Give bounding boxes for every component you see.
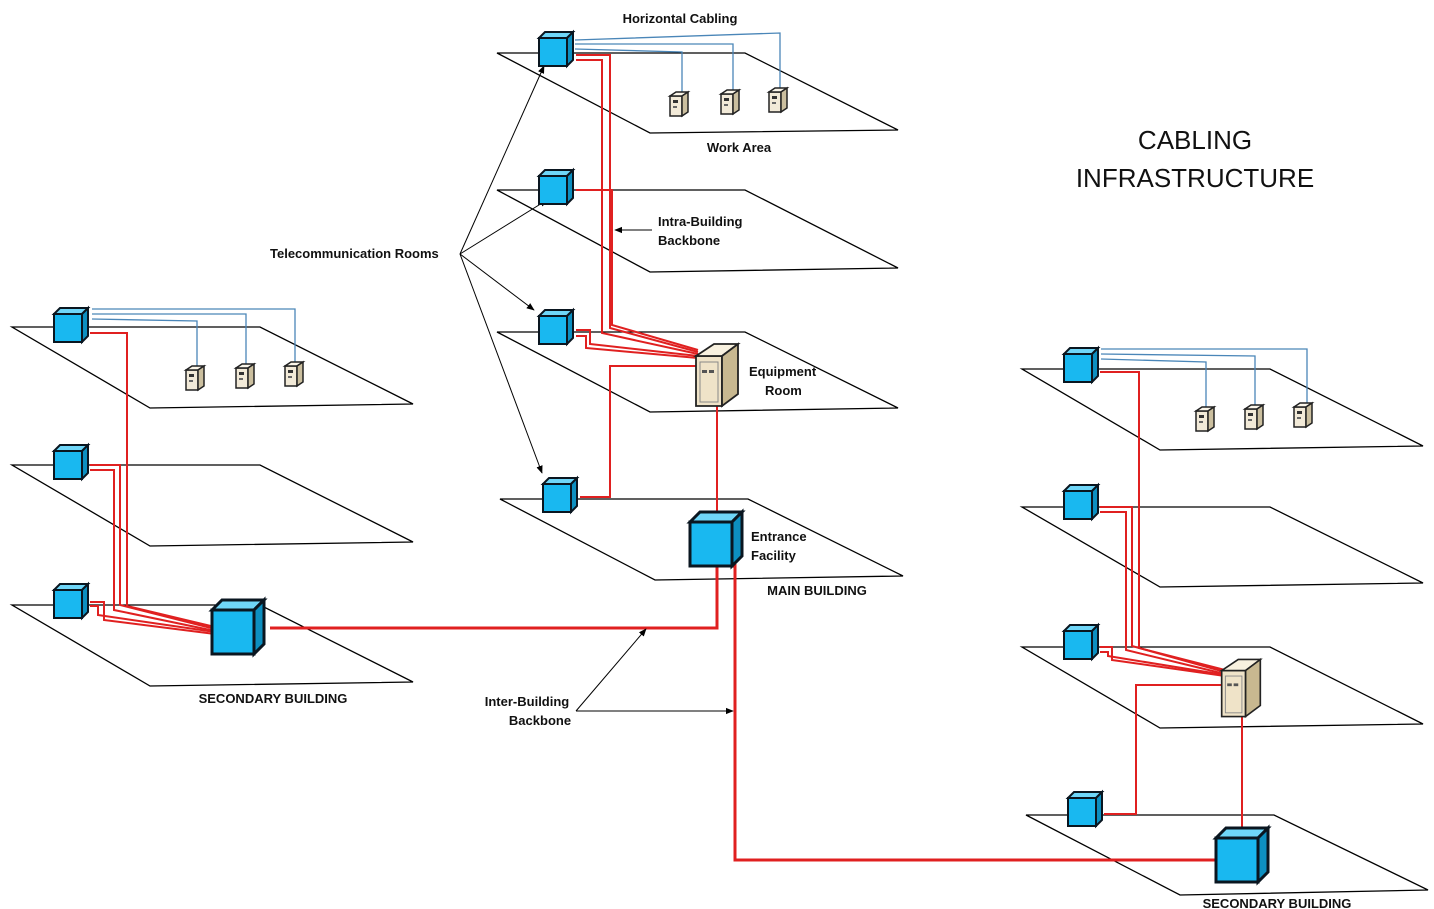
equipment-room-server-icon [695, 343, 739, 407]
horizontal-cabling-label: Horizontal Cabling [623, 11, 738, 26]
secondary-building-right-label: SECONDARY BUILDING [1203, 896, 1352, 909]
telecommunication-rooms-label: Telecommunication Rooms [270, 246, 439, 261]
telecom-room-icon [1063, 484, 1099, 520]
inter-building-backbone-lines [270, 564, 1217, 862]
entrance-facility-icon [210, 598, 266, 656]
telecom-room-icon [53, 444, 89, 480]
telecom-room-icon [538, 309, 574, 345]
equipment-room-label-line1: Equipment [749, 364, 817, 379]
telecom-room-icon [542, 477, 578, 513]
telecom-room-icon [538, 31, 574, 67]
diagram-title-line2: INFRASTRUCTURE [1076, 163, 1314, 193]
inter-building-backbone-label-line2: Backbone [509, 713, 571, 728]
telecom-room-icon [1063, 624, 1099, 660]
workstation-icon [1195, 406, 1215, 432]
telecom-room-icon [53, 307, 89, 343]
entrance-facility-icon [688, 510, 744, 568]
main-building-label: MAIN BUILDING [767, 583, 867, 598]
telecom-room-icon [1063, 347, 1099, 383]
telecom-room-icon [1067, 791, 1103, 827]
intra-building-backbone-label-line1: Intra-Building [658, 214, 743, 229]
workstation-icon [720, 89, 740, 115]
workstation-icon [1293, 402, 1313, 428]
floor-planes [9, 52, 1429, 896]
entrance-facility-label-line1: Entrance [751, 529, 807, 544]
workstation-icon [185, 365, 205, 391]
workstation-icon [284, 361, 304, 387]
intra-building-backbone-lines [90, 54, 1243, 829]
workstation-icon [768, 87, 788, 113]
diagram-title-line1: CABLING [1138, 125, 1252, 155]
telecom-room-icon [53, 583, 89, 619]
equipment-room-server-icon [1220, 658, 1262, 718]
equipment-room-label-line2: Room [765, 383, 802, 398]
secondary-building-left-label: SECONDARY BUILDING [199, 691, 348, 706]
horizontal-cabling-lines [91, 32, 1308, 414]
intra-building-backbone-label-line2: Backbone [658, 233, 720, 248]
workstation-icon [669, 91, 689, 117]
entrance-facility-icon [1214, 826, 1270, 884]
entrance-facility-label-line2: Facility [751, 548, 797, 563]
annotation-arrows [459, 65, 734, 715]
work-area-label: Work Area [707, 140, 772, 155]
workstation-icon [235, 363, 255, 389]
inter-building-backbone-label-line1: Inter-Building [485, 694, 570, 709]
workstation-icon [1244, 404, 1264, 430]
telecom-room-icon [538, 169, 574, 205]
